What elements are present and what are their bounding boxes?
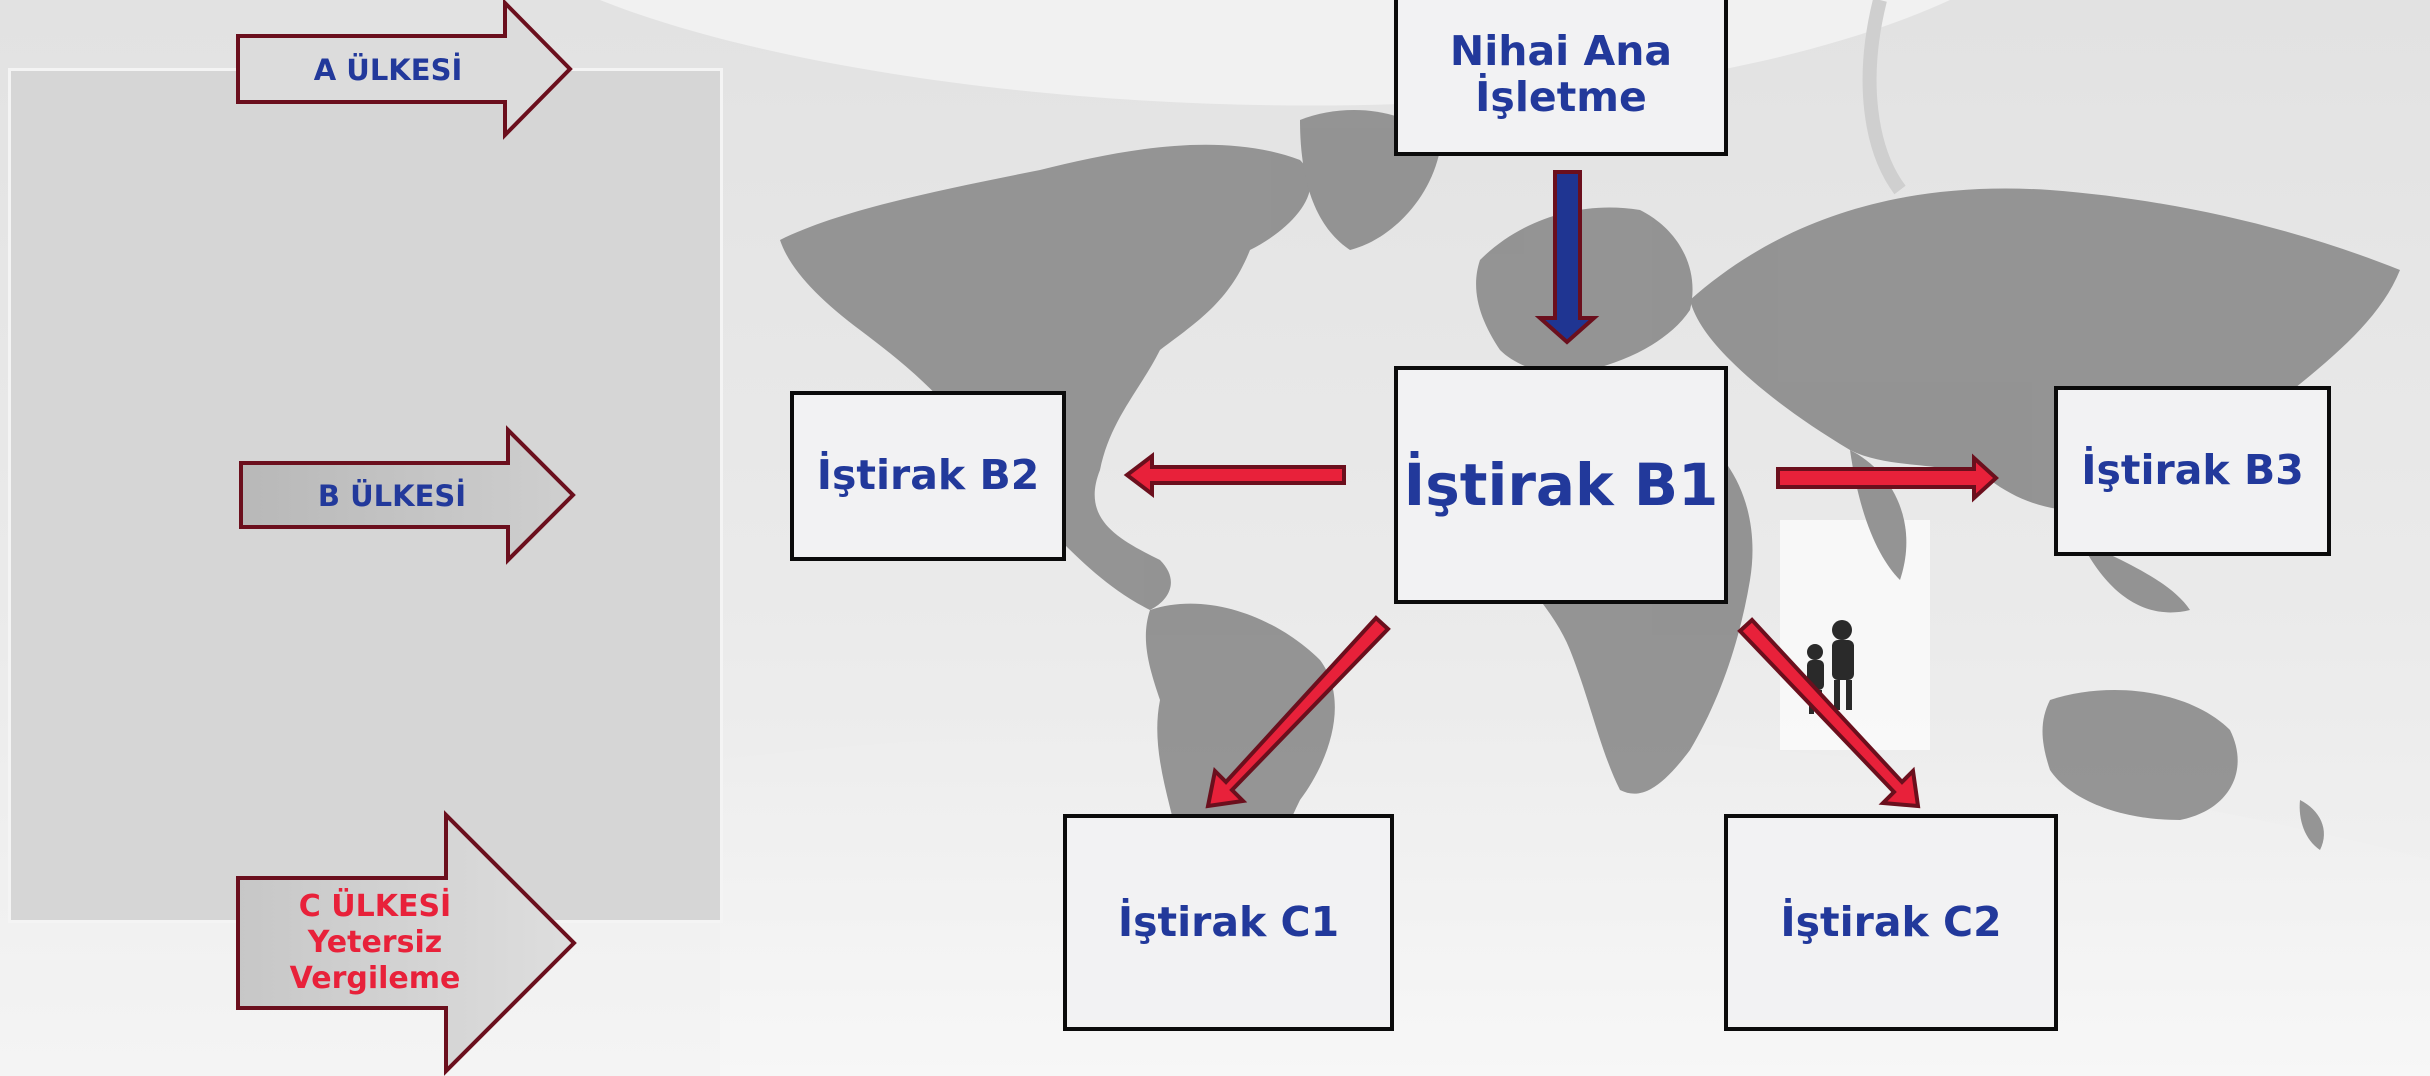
country-b-label: B ÜLKESİ [262, 474, 522, 518]
box-istirak-b2: İştirak B2 [790, 391, 1066, 561]
country-c-arrow [236, 810, 577, 1076]
country-b-text: B ÜLKESİ [317, 478, 467, 513]
arrow-parent-to-b1 [1534, 170, 1600, 345]
country-c-line3: Vergileme [289, 960, 461, 996]
arrow-b1-to-b2 [1123, 451, 1346, 499]
country-c-label: C ÜLKESİ Yetersiz Vergileme [250, 880, 500, 1005]
box-nihai-ana-isletme: Nihai Ana İşletme [1394, 0, 1728, 156]
box-nihai-ana-line1: Nihai Ana [1449, 27, 1673, 76]
box-istirak-c2-label: İştirak C2 [1780, 897, 2002, 946]
country-b-arrow [239, 425, 576, 565]
country-a-text: A ÜLKESİ [313, 52, 463, 87]
country-c-title: C ÜLKESİ [298, 888, 452, 924]
box-istirak-c2: İştirak C2 [1724, 814, 2058, 1031]
arrow-b1-to-c2 [1737, 617, 1921, 809]
box-istirak-b2-label: İştirak B2 [816, 451, 1040, 500]
box-istirak-b1: İştirak B1 [1394, 366, 1728, 604]
box-istirak-b3-label: İştirak B3 [2081, 446, 2304, 495]
country-a-label: A ÜLKESİ [258, 48, 518, 92]
arrow-b1-to-c1 [1205, 615, 1391, 809]
box-nihai-ana-line2: İşletme [1475, 73, 1647, 121]
box-istirak-c1: İştirak C1 [1063, 814, 1394, 1031]
box-istirak-b3: İştirak B3 [2054, 386, 2331, 556]
box-istirak-b1-label: İştirak B1 [1403, 450, 1719, 519]
box-istirak-c1-label: İştirak C1 [1117, 897, 1340, 946]
country-a-arrow [236, 0, 573, 140]
country-c-line2: Yetersiz [307, 924, 443, 960]
arrow-b1-to-b3 [1776, 453, 1999, 503]
